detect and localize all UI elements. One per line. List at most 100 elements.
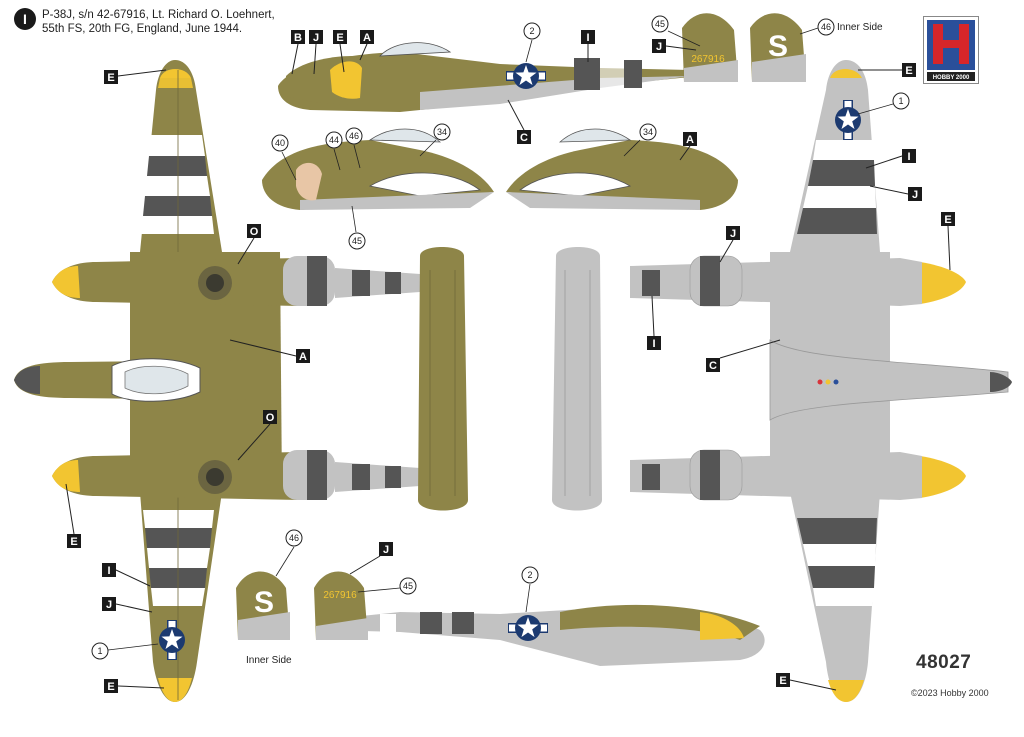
svg-text:46: 46 bbox=[821, 22, 831, 32]
callout-2-top: 2 bbox=[523, 22, 541, 63]
callout-C-top: C bbox=[507, 99, 531, 144]
top-view-upper-boom bbox=[52, 256, 420, 306]
callout-34-left: 34 bbox=[419, 123, 451, 157]
callout-A-top: A bbox=[359, 30, 374, 61]
bottom-view-lower-wing bbox=[790, 492, 880, 702]
nose-detail-right bbox=[506, 128, 738, 210]
callout-1-top: 1 bbox=[857, 92, 910, 115]
fin-serial-bottom: 267916 bbox=[323, 590, 357, 601]
callout-45-bottom: 45 bbox=[357, 577, 417, 595]
bottom-view-upper-wing bbox=[790, 60, 880, 252]
svg-text:E: E bbox=[107, 681, 114, 693]
svg-text:I: I bbox=[107, 565, 110, 577]
caption-line-1: P-38J, s/n 42-67916, Lt. Richard O. Loeh… bbox=[42, 9, 275, 21]
svg-text:44: 44 bbox=[329, 135, 339, 145]
svg-text:J: J bbox=[656, 41, 662, 53]
svg-text:A: A bbox=[363, 32, 371, 44]
svg-text:34: 34 bbox=[437, 127, 447, 137]
svg-text:45: 45 bbox=[403, 581, 413, 591]
hobby-2000-logo: HOBBY 2000 bbox=[923, 16, 979, 84]
logo-text: HOBBY 2000 bbox=[933, 75, 970, 81]
svg-text:2: 2 bbox=[527, 570, 532, 580]
callout-46-nose: 46 bbox=[345, 127, 363, 169]
top-view bbox=[14, 60, 468, 702]
svg-text:46: 46 bbox=[289, 533, 299, 543]
callout-O-upper: O bbox=[237, 224, 261, 265]
svg-text:2: 2 bbox=[529, 26, 534, 36]
callout-J-bottom-left: J bbox=[102, 597, 153, 613]
callout-E-bottom-right: E bbox=[776, 673, 837, 691]
callout-C-wing: C bbox=[706, 339, 781, 372]
top-view-lower-boom bbox=[52, 450, 420, 500]
callout-B: B bbox=[291, 30, 305, 75]
nose-detail-left bbox=[262, 128, 494, 210]
callout-J-bottom-view: J bbox=[719, 226, 740, 263]
svg-text:46: 46 bbox=[349, 131, 359, 141]
callout-A-nose: A bbox=[679, 132, 697, 161]
callout-I-boom: I bbox=[647, 295, 661, 350]
svg-text:I: I bbox=[652, 338, 655, 350]
svg-text:A: A bbox=[686, 134, 694, 146]
bottom-view-lower-boom bbox=[630, 449, 966, 501]
header: I P-38J, s/n 42-67916, Lt. Richard O. Lo… bbox=[14, 8, 275, 36]
callout-A-wing: A bbox=[229, 339, 310, 363]
svg-text:J: J bbox=[383, 544, 389, 556]
callout-E-top-right: E bbox=[858, 63, 916, 77]
callout-E-left-low: E bbox=[65, 483, 81, 548]
inner-side-label-top: Inner Side bbox=[837, 22, 883, 33]
svg-text:J: J bbox=[313, 32, 319, 44]
callout-boxes: E B J E A I J C A E I J E O J I A C O E … bbox=[65, 30, 955, 693]
callout-I-bottom-left: I bbox=[102, 563, 151, 587]
fin-serial-top: 267916 bbox=[691, 54, 725, 65]
callout-I-right: I bbox=[865, 149, 916, 169]
svg-text:E: E bbox=[70, 536, 77, 548]
callout-E-right-mid: E bbox=[941, 212, 955, 271]
svg-text:40: 40 bbox=[275, 138, 285, 148]
callout-O-lower: O bbox=[237, 410, 277, 461]
top-view-lower-wing bbox=[140, 492, 222, 702]
svg-text:O: O bbox=[266, 412, 275, 424]
svg-text:34: 34 bbox=[643, 127, 653, 137]
svg-text:45: 45 bbox=[655, 19, 665, 29]
svg-text:J: J bbox=[730, 228, 736, 240]
callout-J-profile: J bbox=[652, 39, 697, 53]
svg-text:C: C bbox=[709, 360, 717, 372]
callout-J-fin-bottom: J bbox=[349, 542, 393, 575]
numbered-callouts: 2 45 46 1 40 44 46 34 34 45 46 2 45 1 bbox=[91, 15, 910, 660]
callout-34-right: 34 bbox=[623, 123, 657, 157]
callout-I-top: I bbox=[581, 30, 595, 62]
svg-text:B: B bbox=[294, 32, 302, 44]
callout-46-top: 46 bbox=[799, 18, 835, 36]
callout-E-bottom-left: E bbox=[104, 679, 165, 693]
left-profile: 267916 S bbox=[278, 13, 806, 112]
svg-text:1: 1 bbox=[898, 96, 903, 106]
callout-40: 40 bbox=[271, 134, 297, 181]
top-view-upper-wing bbox=[140, 60, 222, 252]
fin-letter-bottom: S bbox=[254, 586, 274, 619]
bottom-view-upper-boom bbox=[630, 255, 966, 307]
svg-text:J: J bbox=[912, 189, 918, 201]
bottom-view bbox=[552, 60, 1012, 702]
callout-E-top-left: E bbox=[104, 69, 167, 84]
callout-2-bottom: 2 bbox=[521, 566, 539, 613]
svg-text:J: J bbox=[106, 599, 112, 611]
scheme-number-badge: I bbox=[14, 8, 36, 30]
callout-J-right: J bbox=[869, 185, 922, 201]
svg-text:1: 1 bbox=[97, 646, 102, 656]
scheme-caption: P-38J, s/n 42-67916, Lt. Richard O. Loeh… bbox=[42, 8, 275, 36]
svg-text:E: E bbox=[336, 32, 343, 44]
svg-text:E: E bbox=[905, 65, 912, 77]
callout-J-top: J bbox=[309, 30, 323, 75]
svg-text:O: O bbox=[250, 226, 259, 238]
svg-text:E: E bbox=[107, 72, 114, 84]
svg-text:C: C bbox=[520, 132, 528, 144]
callout-46-bottom: 46 bbox=[275, 529, 303, 577]
callout-1-bottom: 1 bbox=[91, 642, 159, 660]
copyright: ©2023 Hobby 2000 bbox=[911, 688, 989, 698]
svg-text:A: A bbox=[299, 351, 307, 363]
callout-E-top: E bbox=[333, 30, 347, 73]
callout-45-nose: 45 bbox=[348, 205, 366, 250]
product-number: 48027 bbox=[916, 652, 972, 673]
